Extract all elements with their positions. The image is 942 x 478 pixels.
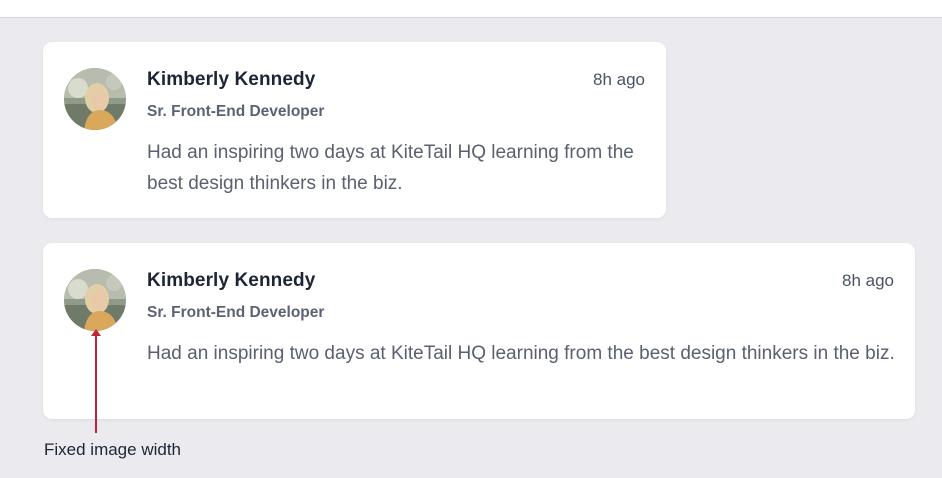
author-role: Sr. Front-End Developer — [147, 103, 325, 120]
post-message: Had an inspiring two days at KiteTail HQ… — [147, 142, 634, 194]
annotation-label: Fixed image width — [44, 440, 182, 459]
avatar-photo-icon — [64, 68, 126, 130]
post-card-narrow: Kimberly Kennedy 8h ago Sr. Front-End De… — [43, 42, 666, 218]
annotation-arrowhead-icon — [91, 329, 101, 336]
avatar[interactable] — [64, 269, 126, 331]
author-name[interactable]: Kimberly Kennedy — [147, 270, 316, 291]
post-card-wide: Kimberly Kennedy 8h ago Sr. Front-End De… — [43, 243, 915, 419]
post-timestamp: 8h ago — [842, 271, 894, 290]
avatar-photo-icon — [64, 269, 126, 331]
post-timestamp: 8h ago — [593, 70, 645, 89]
post-message: Had an inspiring two days at KiteTail HQ… — [147, 343, 895, 364]
avatar[interactable] — [64, 68, 126, 130]
author-name[interactable]: Kimberly Kennedy — [147, 69, 316, 90]
author-role: Sr. Front-End Developer — [147, 304, 325, 321]
annotation-pointer-line — [95, 333, 97, 433]
